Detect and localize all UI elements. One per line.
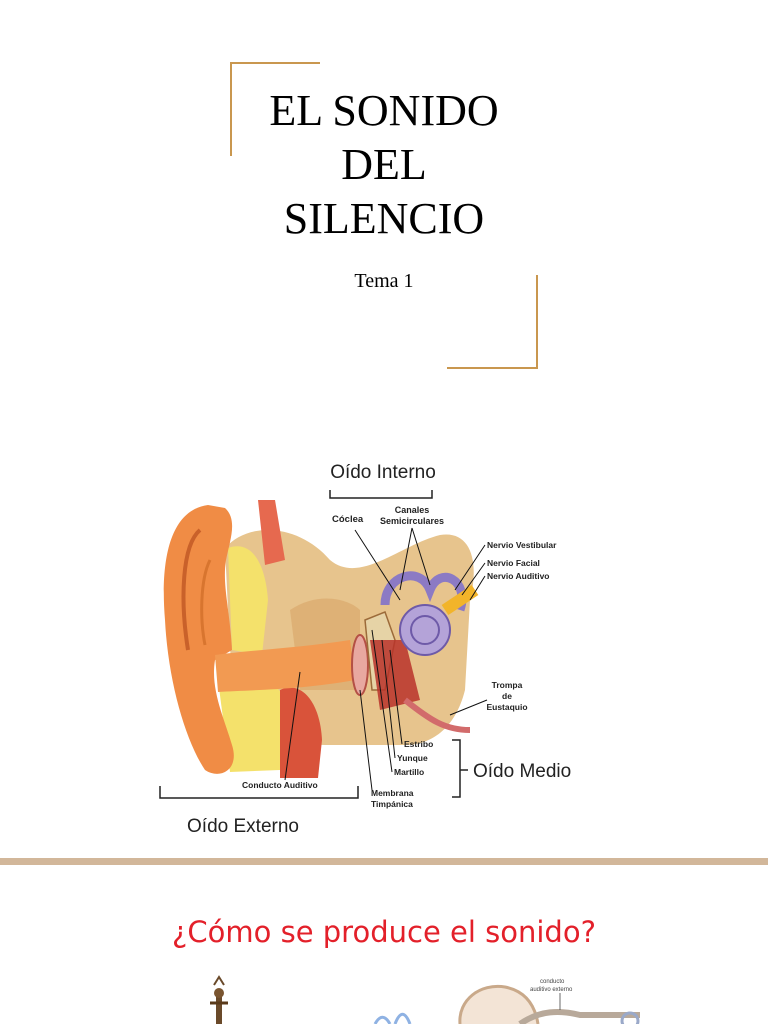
label-martillo: Martillo (394, 767, 424, 777)
sound-illustration: conducto auditivo externo (210, 975, 640, 1024)
tuning-fork-icon (210, 975, 228, 1024)
label-coclea: Cóclea (332, 514, 364, 525)
slide-title: EL SONIDO DEL SILENCIO (234, 84, 534, 246)
label-auditivo-externo: auditivo externo (530, 987, 573, 993)
label-trompa-1: Trompa (492, 680, 523, 690)
label-yunque: Yunque (397, 753, 428, 763)
label-trompa-2: de (502, 691, 512, 701)
label-canales-1: Canales (395, 505, 430, 515)
title-slide: EL SONIDO DEL SILENCIO Tema 1 (159, 62, 572, 837)
sound-slide: ¿Cómo se produce el sonido? conducto aud… (0, 865, 768, 1024)
semicircular-canals (380, 571, 467, 612)
label-oido-medio: Oído Medio (473, 761, 571, 782)
label-conducto: conducto (540, 979, 565, 985)
pinna (163, 505, 234, 774)
slide-divider (0, 858, 768, 865)
label-nervio-vestibular: Nervio Vestibular (487, 540, 557, 550)
slide-title-sound: ¿Cómo se produce el sonido? (172, 915, 596, 949)
title-line-2: DEL (341, 140, 427, 189)
label-membrana-2: Timpánica (371, 799, 413, 809)
frame-corner-bottom-right (447, 275, 538, 369)
eustachian-tube (403, 697, 471, 733)
label-nervio-auditivo: Nervio Auditivo (487, 571, 550, 581)
label-nervio-facial: Nervio Facial (487, 558, 540, 568)
label-canales-2: Semicirculares (380, 516, 444, 526)
label-trompa-3: Eustaquio (486, 702, 527, 712)
ear-sketch-icon (458, 984, 540, 1024)
ear-anatomy-diagram: Oído Interno Cóclea Canales Semicircular… (159, 462, 571, 837)
label-membrana-1: Membrana (371, 788, 414, 798)
title-line-3: SILENCIO (283, 194, 485, 243)
cochlea (399, 604, 451, 656)
fat-tissue-lower (218, 675, 285, 772)
title-line-1: EL SONIDO (269, 86, 499, 135)
fat-tissue-upper (228, 546, 268, 655)
tympanic-membrane (351, 634, 369, 696)
label-oido-externo: Oído Externo (187, 816, 299, 837)
label-conducto-auditivo: Conducto Auditivo (242, 780, 318, 790)
label-oido-interno: Oído Interno (330, 462, 436, 483)
sound-wave-icon (373, 1015, 392, 1024)
ear-canal (215, 640, 355, 692)
auditory-nerve (441, 585, 479, 615)
label-estribo: Estribo (404, 739, 433, 749)
slide-subtitle: Tema 1 (354, 270, 414, 292)
frame-corner-top-left (230, 62, 320, 156)
